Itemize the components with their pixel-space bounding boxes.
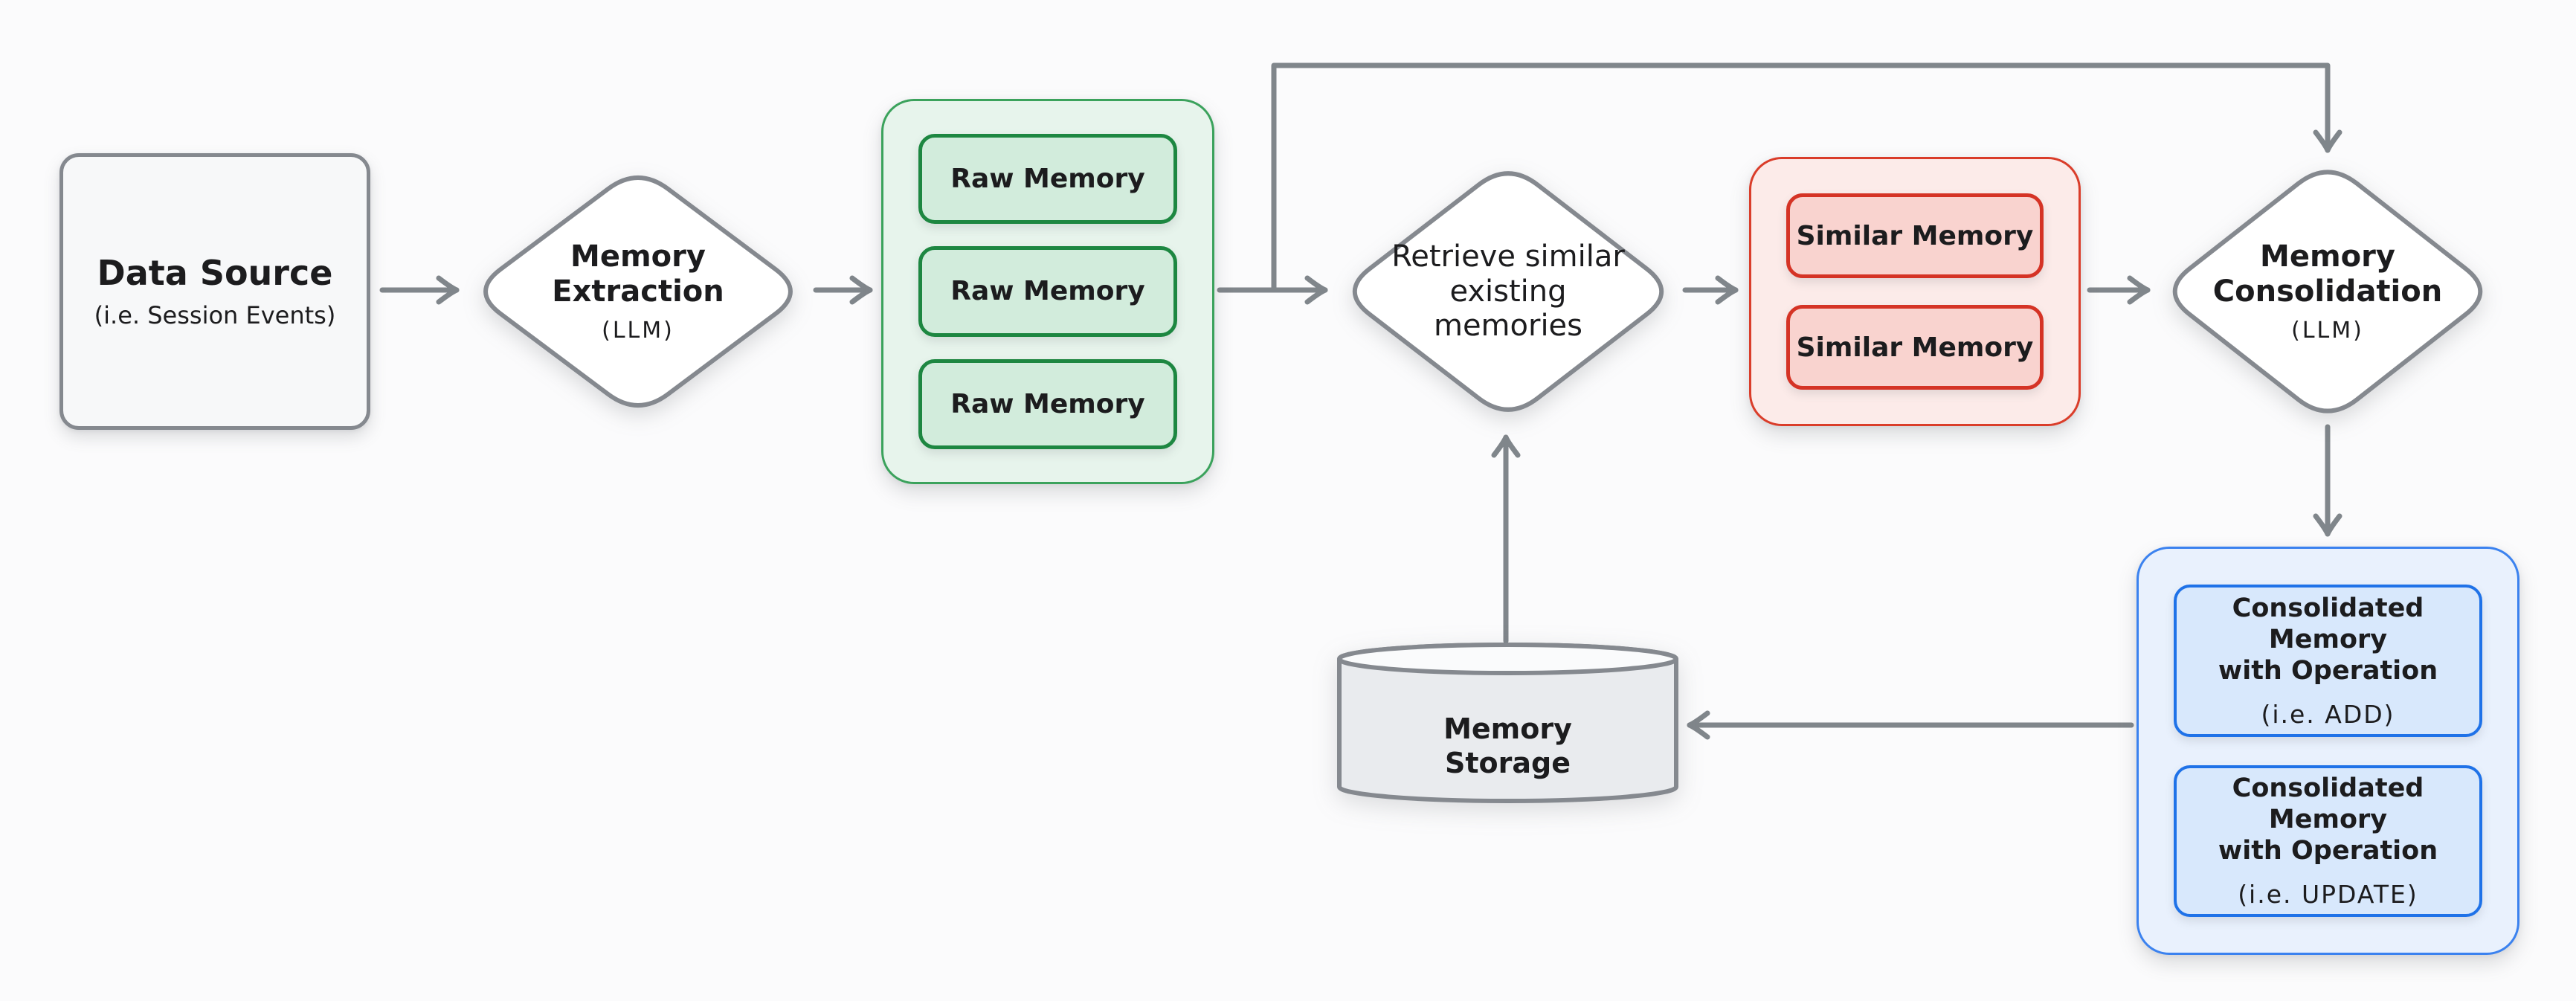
diamond-shape <box>1352 171 1664 412</box>
similar-memory-chip: Similar Memory <box>1786 305 2044 390</box>
consolidated-add-line1: Consolidated Memory <box>2232 593 2424 654</box>
data-source-title: Data Source <box>97 252 333 293</box>
memory-extraction-node: Memory Extraction (LLM) <box>471 167 805 416</box>
consolidated-update-line2: with Operation <box>2218 836 2438 866</box>
raw-memory-label: Raw Memory <box>950 388 1145 419</box>
retrieve-label-line3: memories <box>1433 309 1583 344</box>
raw-memory-chip: Raw Memory <box>918 246 1177 337</box>
retrieve-similar-memories-node: Retrieve similar existing memories <box>1340 162 1676 421</box>
consolidated-update-sub: (i.e. UPDATE) <box>2238 880 2418 910</box>
raw-memory-label: Raw Memory <box>950 276 1145 307</box>
consolidated-add-line2: with Operation <box>2218 655 2438 686</box>
consolidated-memory-chip: Consolidated Memory with Operation (i.e.… <box>2174 765 2482 917</box>
memory-extraction-label-line1: Memory <box>570 239 706 274</box>
data-source-node: Data Source (i.e. Session Events) <box>59 153 370 430</box>
memory-consolidation-label-line1: Memory <box>2260 239 2395 274</box>
diamond-shape <box>2172 170 2483 413</box>
raw-memories-container: Raw Memory Raw Memory Raw Memory <box>881 99 1214 484</box>
raw-memory-label: Raw Memory <box>950 164 1145 195</box>
consolidated-memory-chip: Consolidated Memory with Operation (i.e.… <box>2174 585 2482 737</box>
memory-storage-label-line2: Storage <box>1445 747 1571 779</box>
retrieve-label-line2: existing <box>1449 274 1567 309</box>
memory-storage-label-line1: Memory <box>1443 712 1572 746</box>
consolidated-memories-container: Consolidated Memory with Operation (i.e.… <box>2137 547 2519 955</box>
memory-consolidation-node: Memory Consolidation (LLM) <box>2160 161 2495 422</box>
memory-extraction-subtitle: (LLM) <box>602 318 674 344</box>
memory-extraction-label-line2: Extraction <box>552 274 724 309</box>
raw-memory-chip: Raw Memory <box>918 358 1177 449</box>
edge-feedback-to-memory-consolidation <box>1271 62 2342 292</box>
diamond-shape <box>483 175 793 408</box>
memory-consolidation-subtitle: (LLM) <box>2291 318 2364 344</box>
memory-storage-node: Memory Storage <box>1337 642 1678 807</box>
similar-memory-chip: Similar Memory <box>1786 193 2044 278</box>
data-source-subtitle: (i.e. Session Events) <box>94 301 336 330</box>
cylinder-top <box>1337 643 1678 675</box>
similar-memories-container: Similar Memory Similar Memory <box>1749 157 2081 426</box>
retrieve-label-line1: Retrieve similar <box>1391 239 1625 274</box>
similar-memory-label: Similar Memory <box>1796 220 2034 251</box>
consolidated-update-line1: Consolidated Memory <box>2232 773 2424 835</box>
similar-memory-label: Similar Memory <box>1796 332 2034 363</box>
raw-memory-chip: Raw Memory <box>918 134 1177 225</box>
consolidated-add-sub: (i.e. ADD) <box>2261 699 2395 729</box>
memory-consolidation-label-line2: Consolidation <box>2212 274 2443 309</box>
